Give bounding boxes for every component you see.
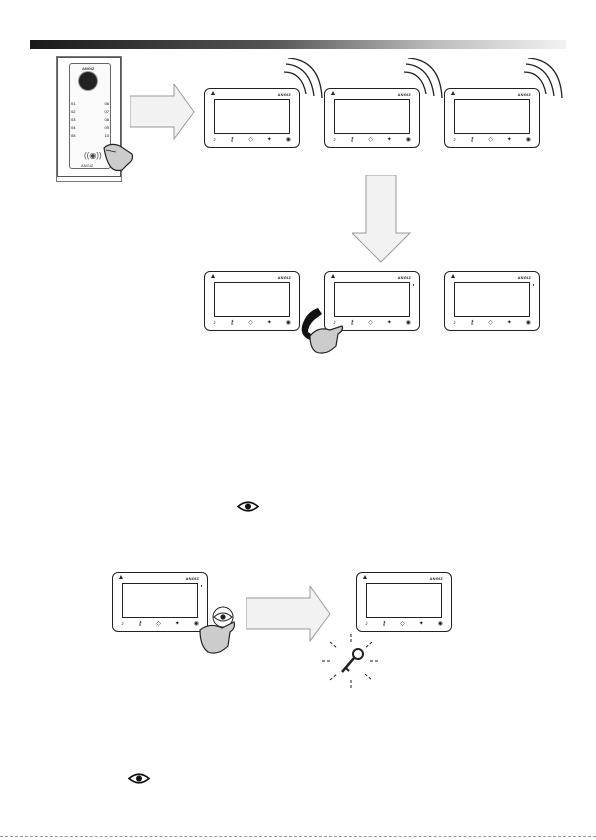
- key-icon[interactable]: ⚷: [470, 136, 474, 144]
- settings-icon[interactable]: ✦: [267, 319, 272, 327]
- key-icon[interactable]: ⚷: [230, 136, 234, 144]
- settings-icon[interactable]: ✦: [175, 620, 180, 628]
- key-right-2[interactable]: 07: [105, 109, 109, 114]
- monitor-screen: [334, 99, 410, 134]
- camera-lens: [79, 72, 97, 90]
- monitor-screen: [214, 282, 290, 317]
- menu-icon[interactable]: ◇: [368, 136, 373, 144]
- monitor-screen: [122, 583, 198, 618]
- eye-icon: [128, 772, 150, 785]
- key-left-1[interactable]: 01: [71, 101, 75, 106]
- menu-icon[interactable]: ◇: [488, 319, 493, 327]
- monitor-screen: [214, 99, 290, 134]
- monitor-screen: [334, 282, 410, 317]
- panel-brand-bottom: ANGIZ: [81, 163, 93, 168]
- panel-brand-top: ANGIZ: [82, 66, 94, 71]
- settings-icon[interactable]: ✦: [419, 620, 424, 628]
- call-icon[interactable]: ♪: [453, 319, 456, 327]
- arrow-right-1: [130, 84, 196, 140]
- hand-pointer-icon: [196, 618, 238, 658]
- key-icon[interactable]: ⚷: [470, 319, 474, 327]
- settings-icon[interactable]: ✦: [507, 136, 512, 144]
- call-icon[interactable]: ♪: [121, 620, 124, 628]
- menu-icon[interactable]: ◇: [248, 136, 253, 144]
- menu-icon[interactable]: ◇: [488, 136, 493, 144]
- call-icon[interactable]: ♪: [213, 136, 216, 144]
- key-left-2[interactable]: 02: [71, 109, 75, 114]
- monitor-6: ANGIZ ♪ ⚷ ◇ ✦ ◉: [444, 271, 540, 331]
- monitor-4: ANGIZ ♪ ⚷ ◇ ✦ ◉: [204, 271, 300, 331]
- key-right-3[interactable]: 08: [105, 117, 109, 122]
- menu-icon[interactable]: ◇: [368, 319, 373, 327]
- key-icon: [318, 632, 384, 690]
- ringing-waves-icon: [516, 58, 566, 104]
- settings-icon[interactable]: ✦: [507, 319, 512, 327]
- settings-icon[interactable]: ✦: [387, 319, 392, 327]
- settings-icon[interactable]: ✦: [267, 136, 272, 144]
- arrow-down: [352, 175, 412, 263]
- header-bar: [30, 40, 566, 49]
- menu-icon[interactable]: ◇: [400, 620, 405, 628]
- monitor-brand: ANGIZ: [430, 576, 443, 581]
- ringing-waves-icon: [276, 58, 326, 104]
- key-icon[interactable]: ⚷: [382, 620, 386, 628]
- key-right-1[interactable]: 06: [105, 101, 109, 106]
- monitor-brand: ANGIZ: [398, 275, 411, 280]
- call-icon[interactable]: ♪: [213, 319, 216, 327]
- key-left-4[interactable]: 04: [71, 125, 75, 130]
- call-icon[interactable]: ♪: [453, 136, 456, 144]
- call-icon[interactable]: ♪: [333, 136, 336, 144]
- key-icon[interactable]: ⚷: [350, 319, 354, 327]
- ringing-waves-icon: [396, 58, 446, 104]
- key-icon[interactable]: ⚷: [138, 620, 142, 628]
- menu-icon[interactable]: ◇: [156, 620, 161, 628]
- hand-pointer-icon: [306, 322, 346, 358]
- monitor-screen: [366, 583, 442, 618]
- page-bottom-border: [0, 836, 596, 837]
- monitor-7: ANGIZ ♪⚷◇✦◉: [112, 572, 208, 632]
- call-icon[interactable]: ♪: [365, 620, 368, 628]
- settings-icon[interactable]: ✦: [387, 136, 392, 144]
- monitor-8: ANGIZ ♪ ⚷ ◇ ✦ ◉: [356, 572, 452, 632]
- key-left-3[interactable]: 03: [71, 117, 75, 122]
- eye-icon[interactable]: ◉: [286, 136, 291, 144]
- monitor-brand: ANGIZ: [186, 576, 199, 581]
- monitor-brand: ANGIZ: [518, 275, 531, 280]
- key-right-4[interactable]: 09: [105, 125, 109, 130]
- key-icon[interactable]: ⚷: [350, 136, 354, 144]
- eye-icon[interactable]: ◉: [438, 620, 443, 628]
- eye-icon[interactable]: ◉: [286, 319, 291, 327]
- menu-icon[interactable]: ◇: [248, 319, 253, 327]
- monitor-screen: [454, 99, 530, 134]
- eye-icon: [237, 500, 259, 513]
- eye-icon[interactable]: ◉: [406, 319, 411, 327]
- monitor-screen: [454, 282, 530, 317]
- eye-icon[interactable]: ◉: [526, 136, 531, 144]
- eye-icon[interactable]: ◉: [526, 319, 531, 327]
- monitor-brand: ANGIZ: [278, 275, 291, 280]
- eye-icon[interactable]: ◉: [406, 136, 411, 144]
- key-left-5[interactable]: 05: [71, 133, 75, 138]
- key-icon[interactable]: ⚷: [230, 319, 234, 327]
- rfid-reader-icon: ((◉)): [84, 151, 102, 160]
- hand-pointer-icon: [100, 138, 136, 174]
